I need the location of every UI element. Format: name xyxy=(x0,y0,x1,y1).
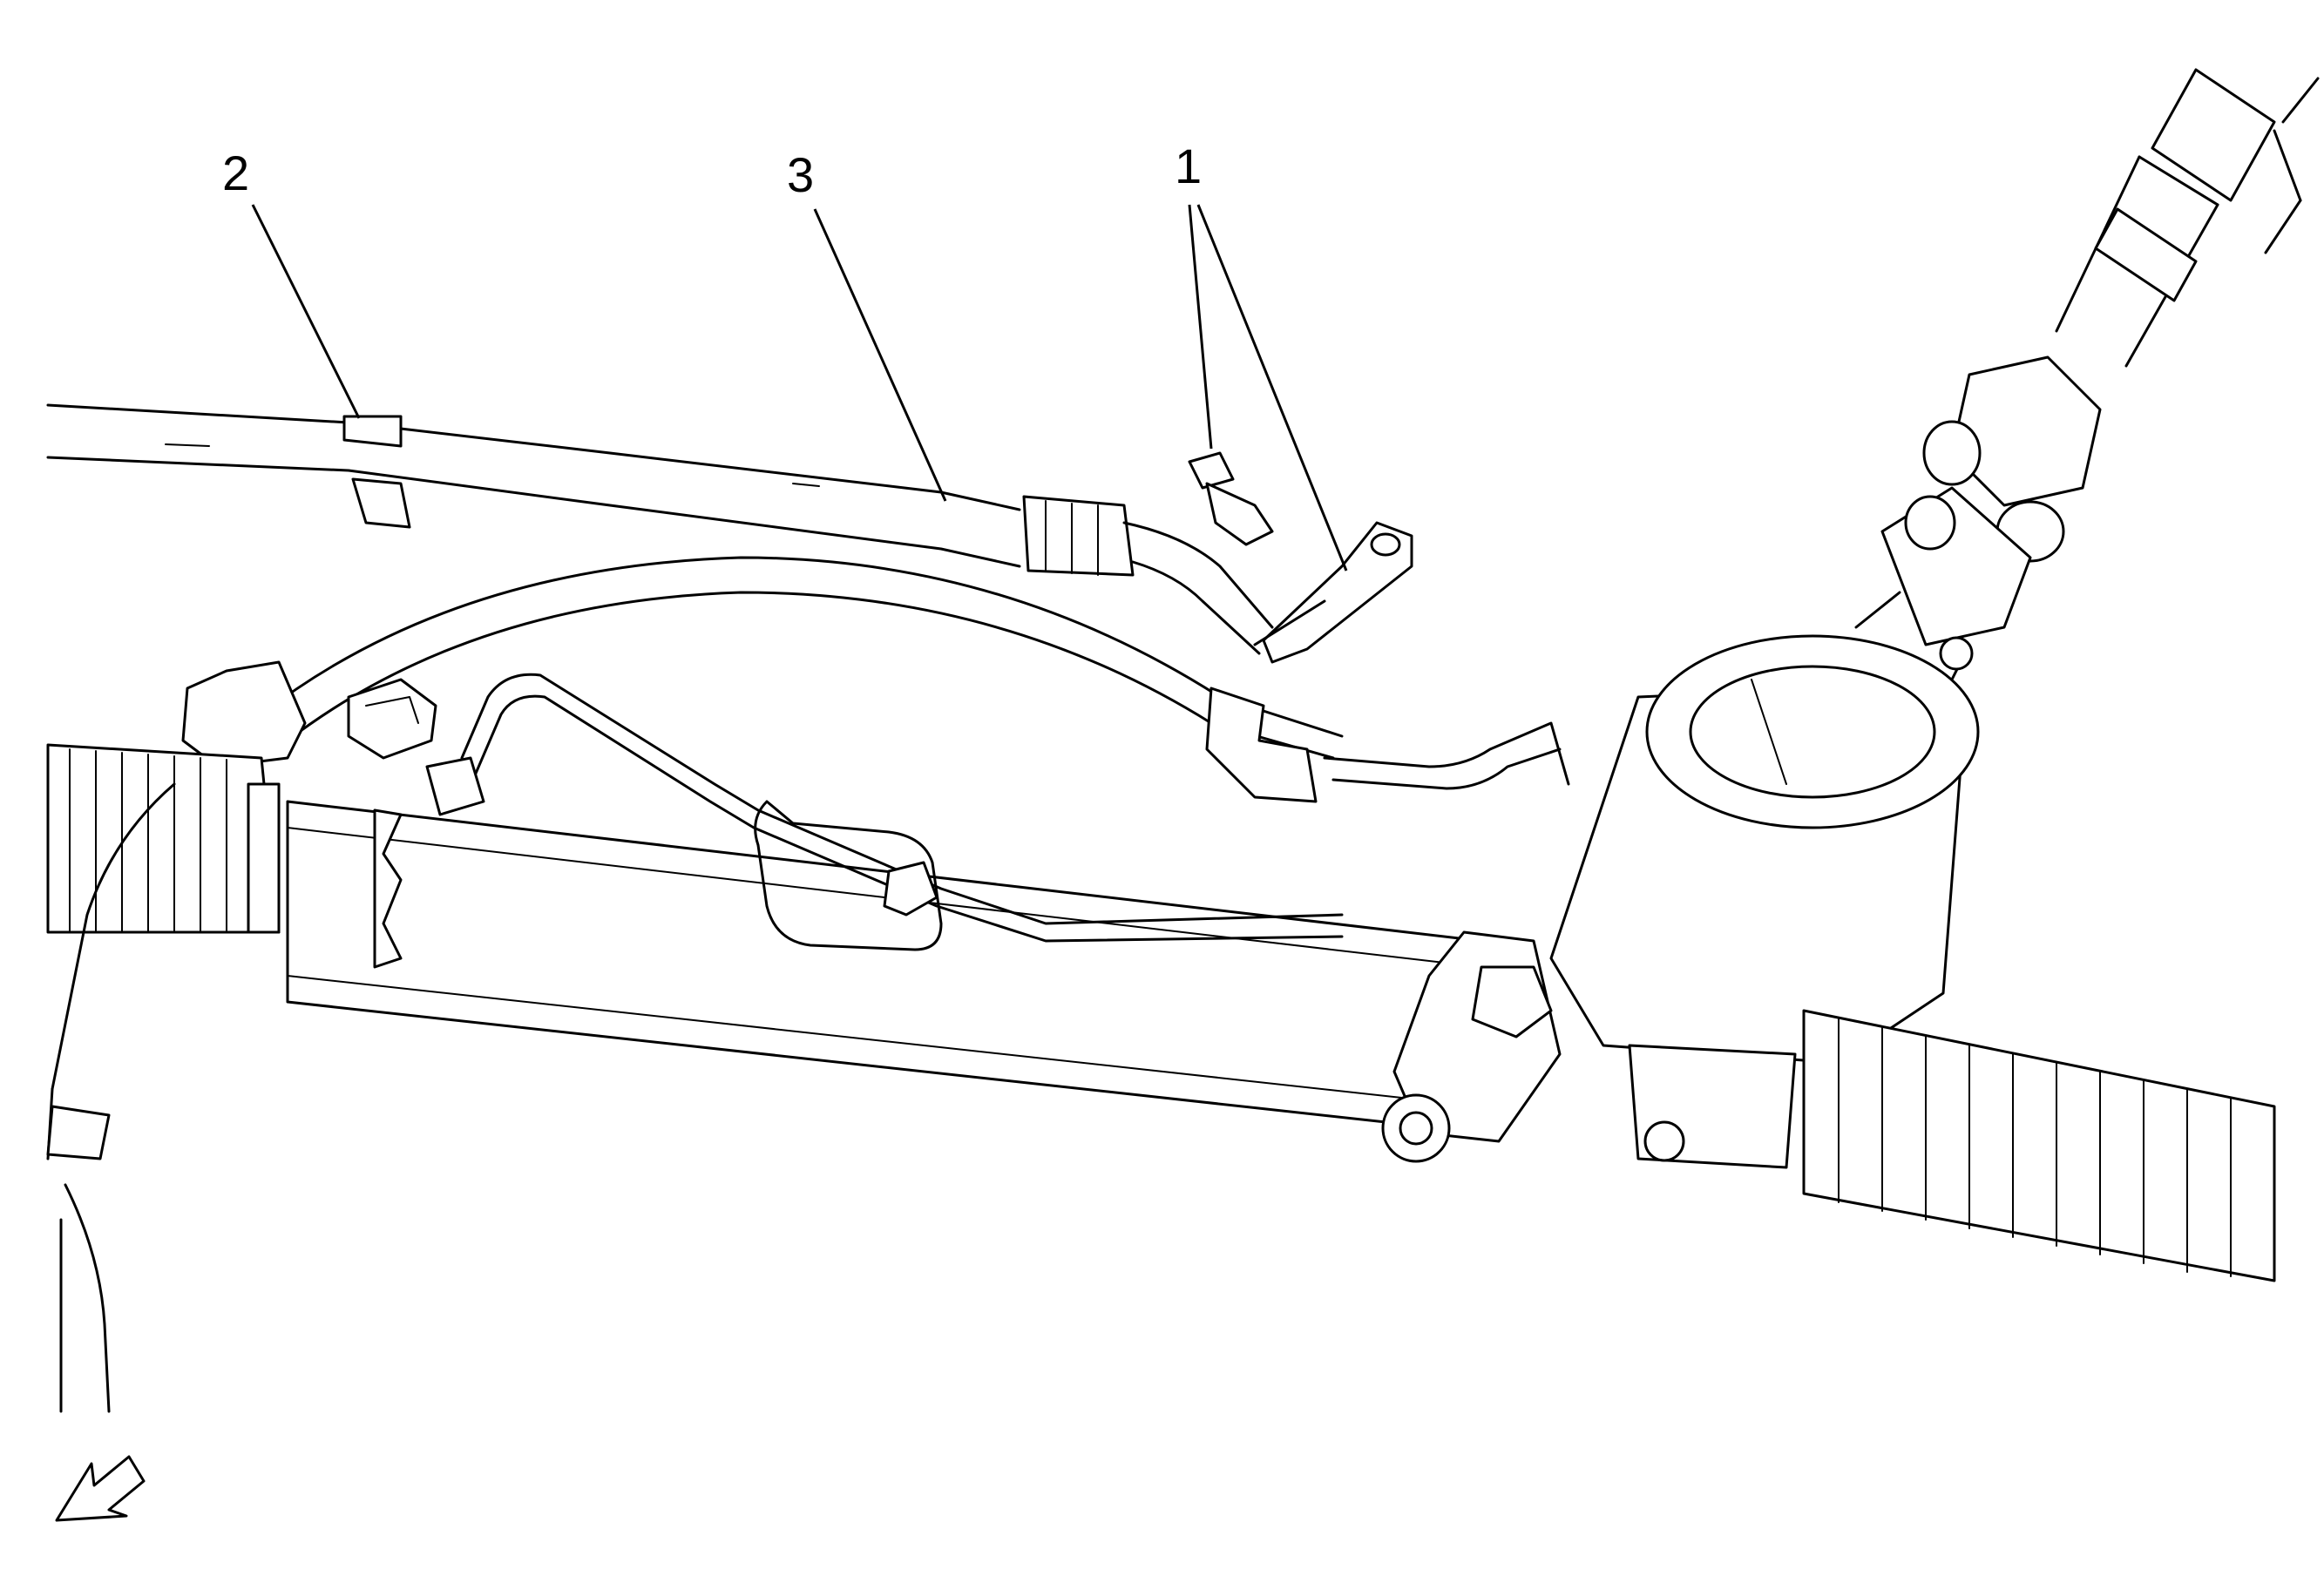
steering-rack-housing xyxy=(286,800,1483,1134)
pressure-hose-bracket xyxy=(1253,521,1413,664)
universal-joint xyxy=(1854,355,2102,716)
leader-1a xyxy=(1188,204,1213,450)
callout-leaders xyxy=(251,204,1348,572)
pinion-valve-housing xyxy=(1381,634,1980,1169)
right-rack-boot xyxy=(1802,1009,2276,1282)
callout-3: 3 xyxy=(787,147,814,202)
wiring-harness xyxy=(46,782,176,1413)
left-rack-boot xyxy=(46,743,281,934)
intermediate-steering-shaft xyxy=(2055,68,2320,368)
front-arrow-icon xyxy=(55,1455,146,1522)
callout-2: 2 xyxy=(222,145,249,200)
hose-retaining-clip xyxy=(342,415,411,529)
leader-2 xyxy=(251,204,361,419)
power-steering-pressure-hose xyxy=(46,403,1274,655)
pressure-hose-bracket-bolt xyxy=(1188,451,1274,546)
callout-1: 1 xyxy=(1175,139,1202,193)
mounting-bolt xyxy=(347,678,437,760)
steering-gear-transfer-pipe xyxy=(425,673,1344,951)
power-steering-return-hose xyxy=(181,556,1570,803)
leader-1b xyxy=(1196,204,1348,572)
leader-3 xyxy=(813,208,947,502)
